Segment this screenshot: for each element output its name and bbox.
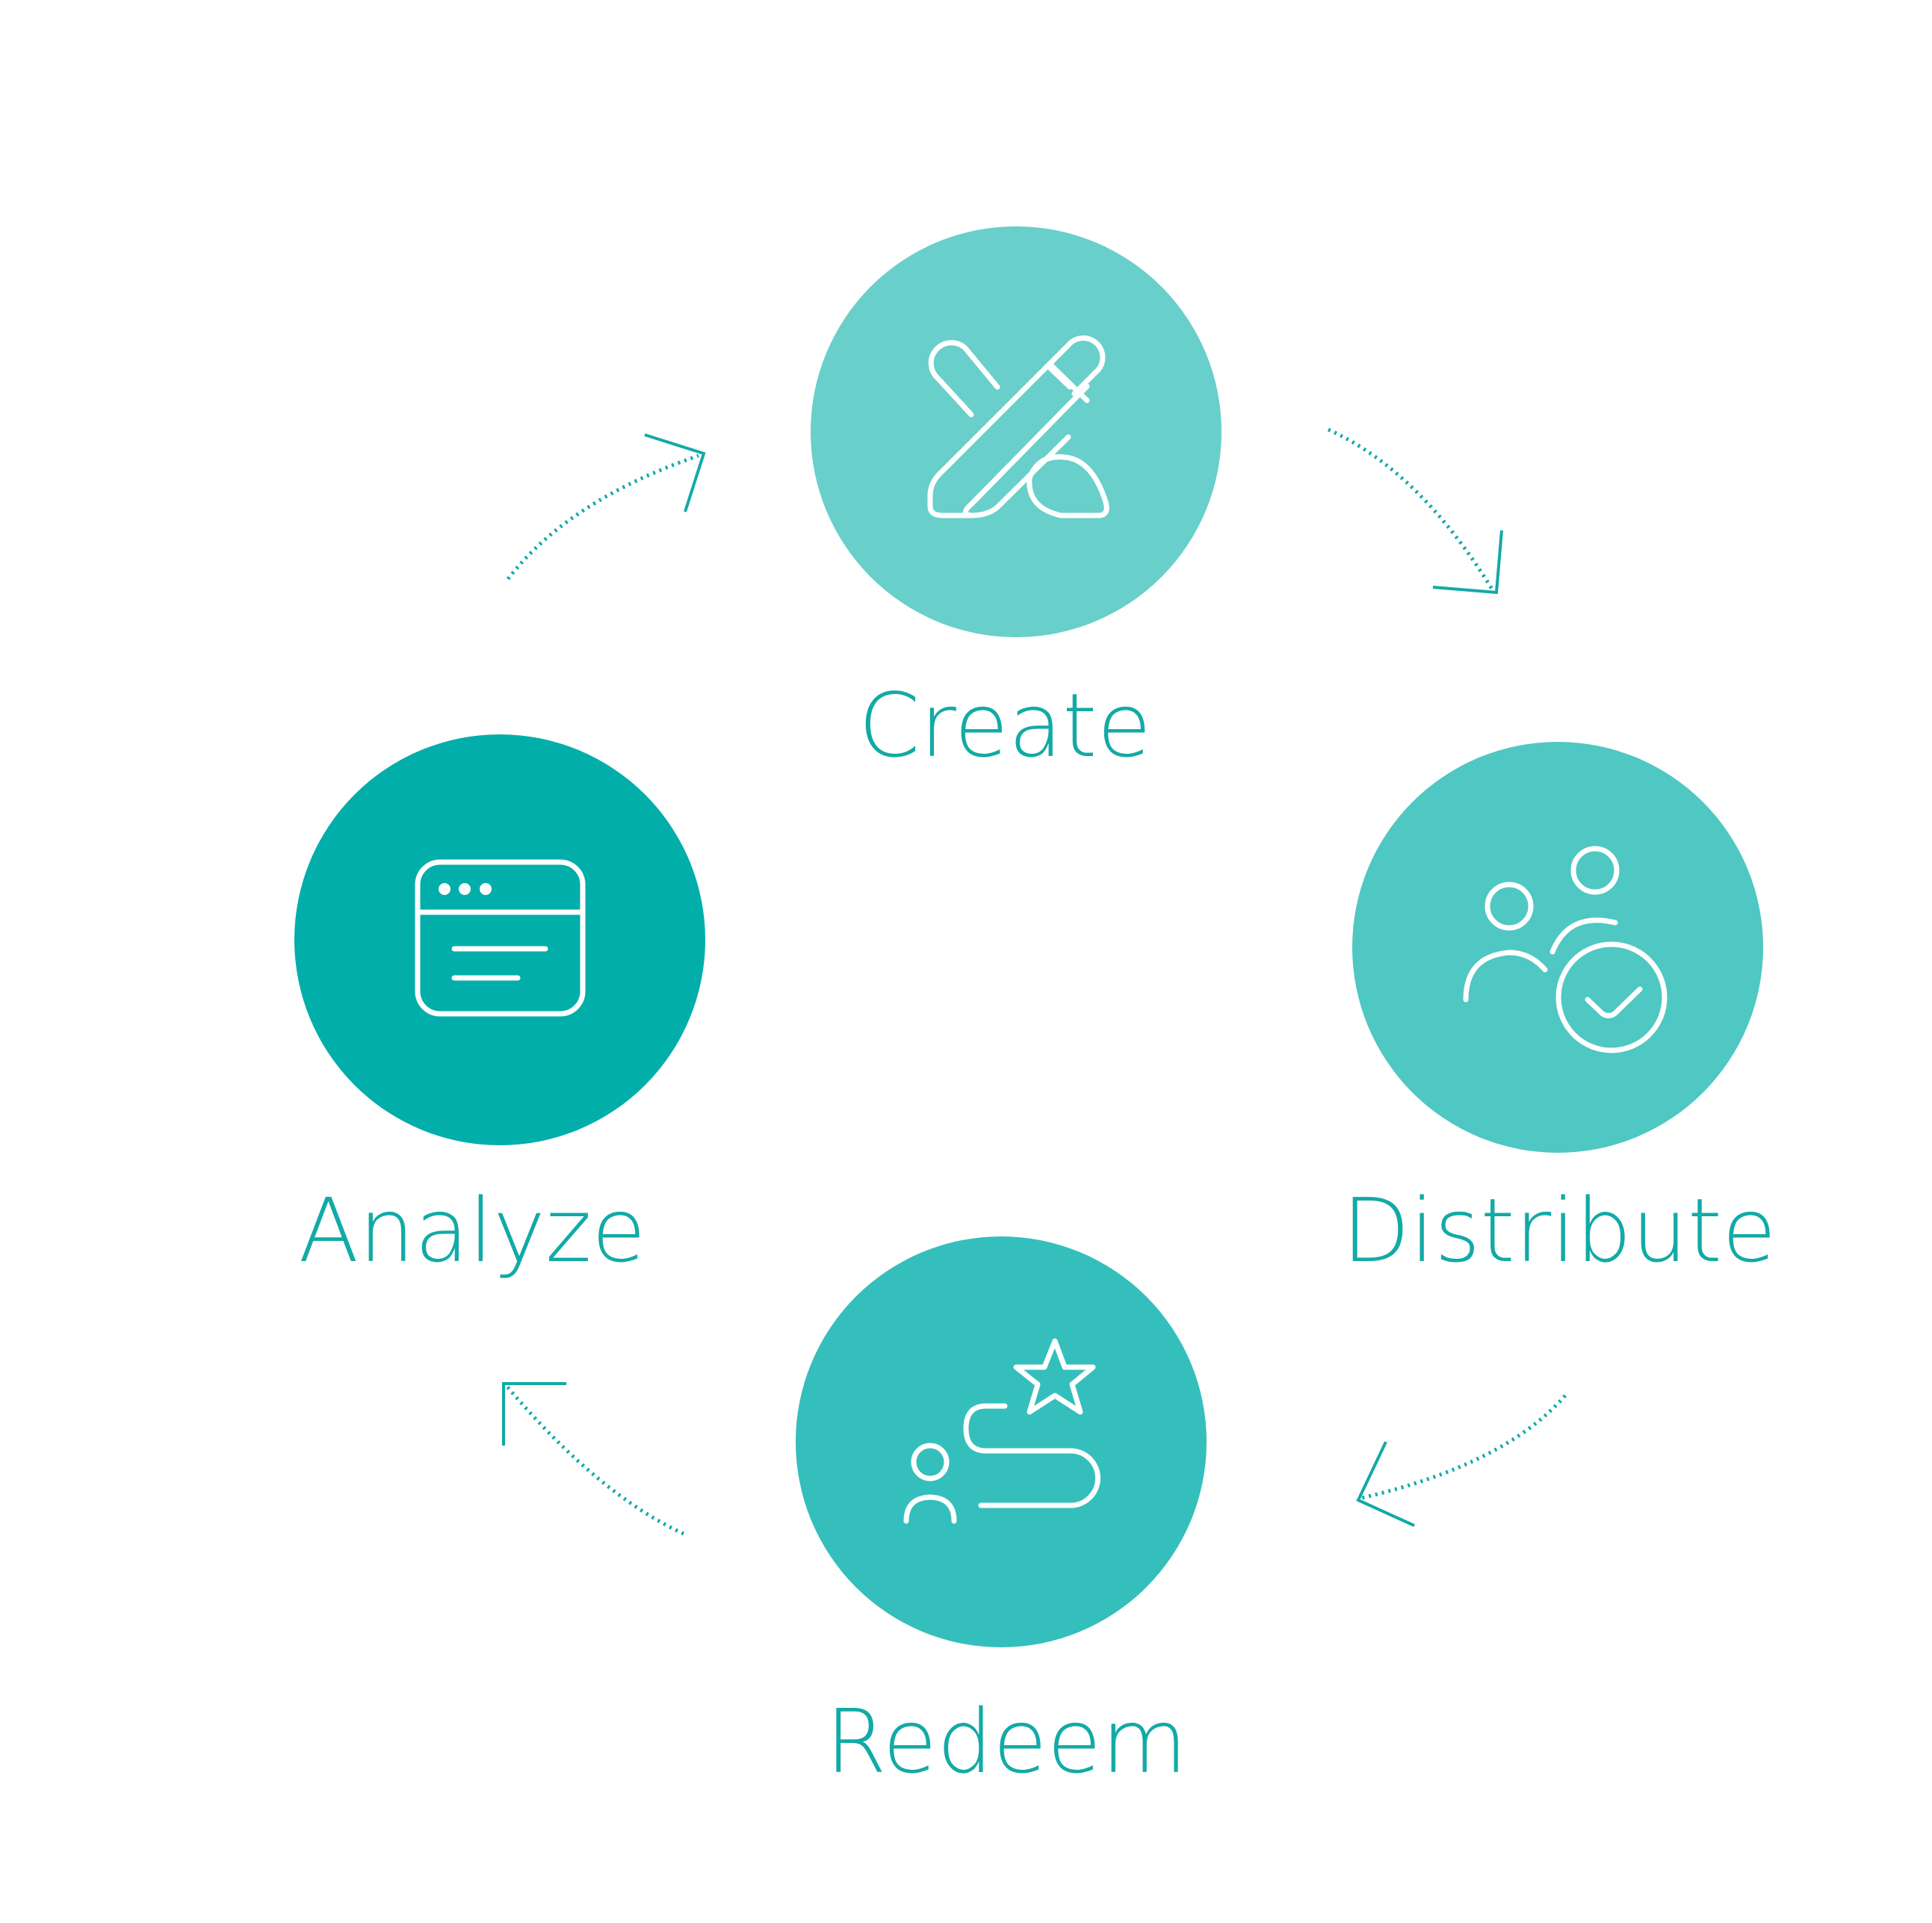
stage-analyze (294, 734, 705, 1145)
browser-window-icon (415, 859, 586, 1017)
stage-redeem (796, 1236, 1207, 1647)
arrow-head-icon (1432, 530, 1503, 595)
arrow-head-icon (1356, 1441, 1415, 1527)
arrow-create-to-distribute (1327, 427, 1503, 595)
distribute-circle (1352, 742, 1763, 1153)
users-check-icon (1463, 846, 1668, 1053)
pencil-ruler-icon (927, 335, 1109, 518)
label-analyze: Analyze (298, 1179, 646, 1282)
stage-distribute (1352, 742, 1763, 1153)
arrow-analyze-to-create (507, 433, 706, 580)
journey-star-icon (903, 1338, 1100, 1524)
arrow-head-icon (502, 1382, 566, 1446)
stage-create (811, 226, 1222, 637)
arrow-head-icon (644, 433, 706, 513)
arrow-redeem-to-analyze (502, 1382, 685, 1536)
label-distribute: Distribute (1342, 1179, 1777, 1282)
label-create: Create (858, 674, 1152, 777)
create-circle (811, 226, 1222, 637)
redeem-circle (796, 1236, 1207, 1647)
label-redeem: Redeem (825, 1690, 1188, 1793)
arrow-distribute-to-redeem (1356, 1394, 1567, 1527)
analyze-circle (294, 734, 705, 1145)
